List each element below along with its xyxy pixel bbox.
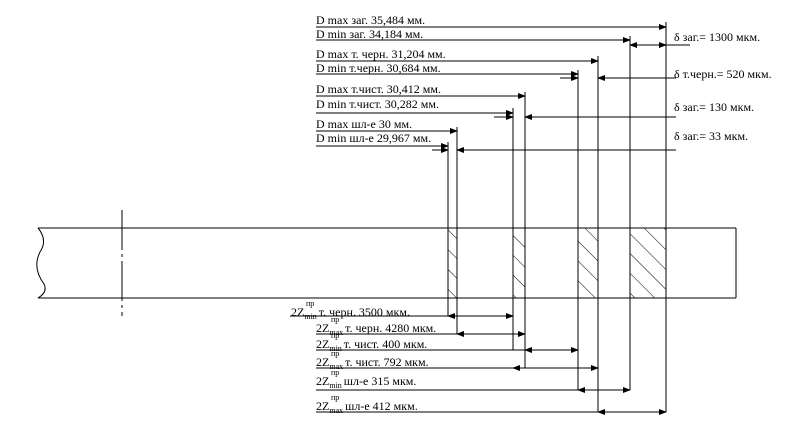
svg-text:пр: пр (331, 315, 339, 324)
svg-text:пр: пр (331, 349, 339, 358)
svg-text:пр: пр (306, 299, 314, 308)
diameter-labels: D max заг. 35,484 мм. D min заг. 34,184 … (316, 13, 446, 145)
svg-text:пр: пр (331, 331, 339, 340)
zone-grinding (447, 227, 458, 299)
label-d-max-grind: D max шл-е 30 мм. (316, 117, 412, 131)
label-d-min-blank: D min заг. 34,184 мм. (316, 27, 423, 41)
label-d-min-finish: D min т.чист. 30,282 мм. (316, 97, 439, 111)
label-d-min-grind: D min шл-е 29,967 мм. (316, 131, 431, 145)
label-d-max-blank: D max заг. 35,484 мм. (316, 13, 425, 27)
allowance-dimensions (290, 313, 667, 415)
zone-finish-turning (512, 227, 526, 299)
zone-rough-turning (577, 227, 599, 299)
label-d-min-rough: D min т.черн. 30,684 мм. (316, 61, 441, 75)
allowance-zones (447, 227, 667, 299)
label-tol-finish: δ заг.= 130 мкм. (674, 100, 754, 114)
label-tol-grind: δ заг.= 33 мкм. (674, 129, 748, 143)
diameter-leaders (316, 24, 667, 149)
shaft-break-edge (36, 227, 46, 299)
zone-blank (629, 227, 667, 299)
label-tol-blank: δ заг.= 1300 мкм. (674, 30, 760, 44)
label-tol-rough: δ т.черн.= 520 мкм. (674, 67, 772, 81)
tolerance-dimensions (432, 42, 690, 153)
svg-text:пр: пр (331, 368, 339, 377)
label-d-max-finish: D max т.чист. 30,412 мм. (316, 82, 441, 96)
tolerance-labels: δ заг.= 1300 мкм. δ т.черн.= 520 мкм. δ … (674, 30, 772, 143)
svg-text:пр: пр (331, 393, 339, 402)
label-d-max-rough: D max т. черн. 31,204 мм. (316, 47, 446, 61)
workpiece (36, 210, 737, 316)
extension-lines (447, 22, 667, 412)
